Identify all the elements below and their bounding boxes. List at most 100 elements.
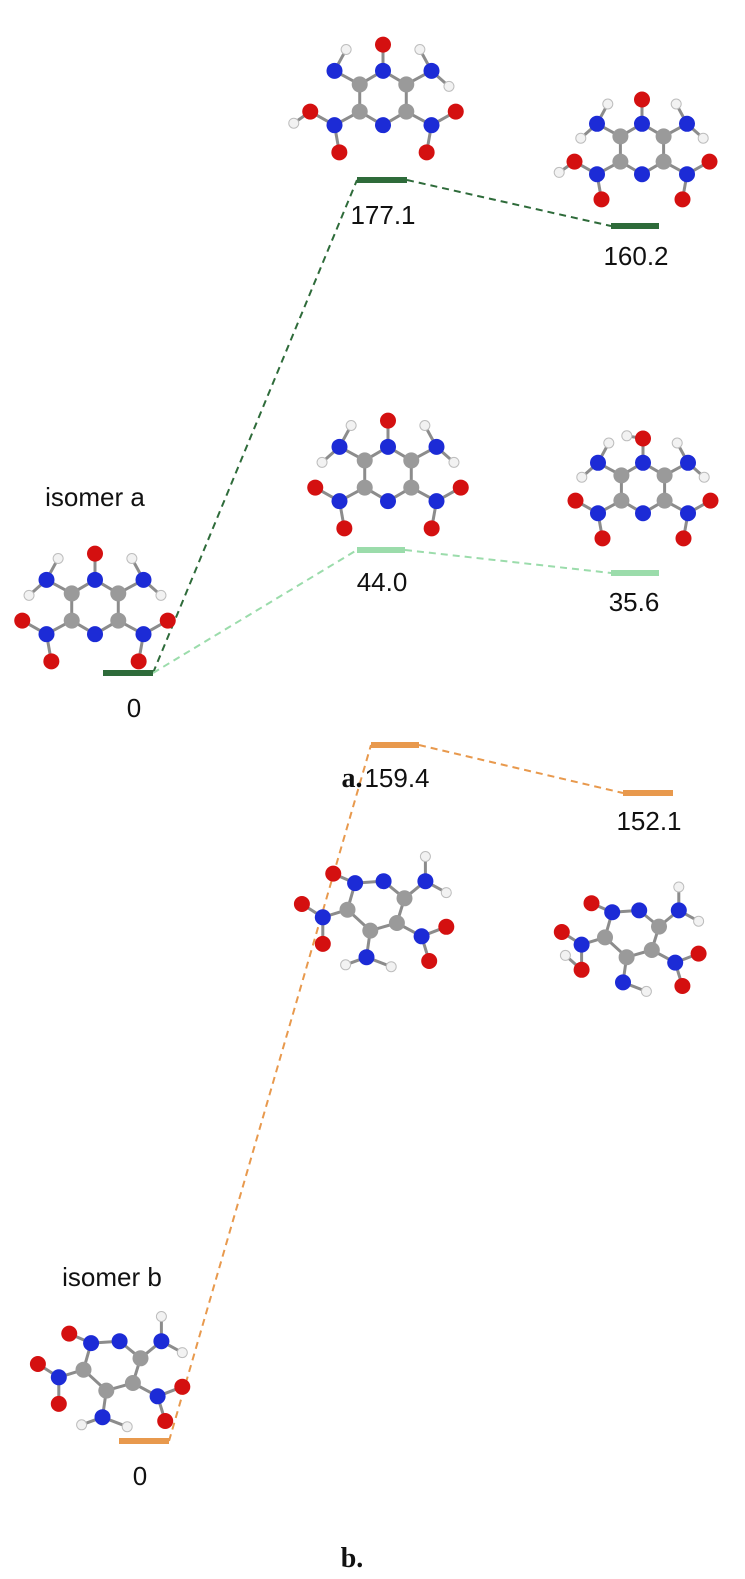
- nitrogen-atom-icon: [670, 902, 687, 919]
- hydrogen-atom-icon: [553, 166, 565, 178]
- hydrogen-atom-icon: [419, 851, 431, 862]
- carbon-atom-icon: [398, 103, 415, 120]
- hydrogen-atom-icon: [698, 471, 710, 483]
- hydrogen-atom-icon: [288, 117, 300, 129]
- nitrogen-atom-icon: [413, 928, 430, 945]
- carbon-atom-icon: [655, 153, 672, 170]
- level-a4-value: 35.6: [609, 587, 660, 617]
- oxygen-atom-icon: [635, 430, 651, 447]
- molecule-b-159: [293, 851, 455, 973]
- nitrogen-atom-icon: [50, 1369, 67, 1386]
- nitrogen-atom-icon: [417, 873, 434, 890]
- carbon-atom-icon: [351, 76, 368, 93]
- nitrogen-atom-icon: [83, 1335, 100, 1352]
- hydrogen-atom-icon: [345, 420, 357, 431]
- nitrogen-atom-icon: [331, 493, 348, 510]
- carbon-atom-icon: [362, 922, 379, 939]
- oxygen-atom-icon: [61, 1325, 78, 1342]
- oxygen-atom-icon: [418, 144, 435, 161]
- hydrogen-atom-icon: [559, 949, 571, 961]
- carbon-atom-icon: [655, 128, 672, 145]
- hydrogen-atom-icon: [673, 881, 685, 893]
- nitrogen-atom-icon: [590, 505, 606, 522]
- nitrogen-atom-icon: [38, 626, 55, 643]
- oxygen-atom-icon: [307, 479, 324, 496]
- oxygen-atom-icon: [325, 865, 342, 882]
- nitrogen-atom-icon: [314, 909, 331, 926]
- nitrogen-atom-icon: [153, 1333, 170, 1350]
- molecule-a-35: [567, 430, 719, 547]
- level-b1-value: 159.4: [364, 763, 429, 793]
- carbon-atom-icon: [132, 1350, 149, 1367]
- nitrogen-atom-icon: [135, 626, 152, 643]
- carbon-atom-icon: [597, 929, 613, 946]
- hydrogen-atom-icon: [155, 589, 167, 601]
- nitrogen-atom-icon: [375, 62, 391, 79]
- hydrogen-atom-icon: [121, 1421, 133, 1433]
- hydrogen-atom-icon: [155, 1311, 167, 1322]
- nitrogen-atom-icon: [634, 115, 650, 132]
- nitrogen-atom-icon: [358, 949, 375, 966]
- hydrogen-atom-icon: [419, 420, 431, 431]
- nitrogen-atom-icon: [573, 936, 590, 953]
- nitrogen-atom-icon: [680, 454, 696, 471]
- nitrogen-atom-icon: [149, 1388, 166, 1405]
- nitrogen-atom-icon: [380, 438, 396, 455]
- oxygen-atom-icon: [674, 978, 691, 994]
- nitrogen-atom-icon: [423, 117, 440, 134]
- carbon-atom-icon: [75, 1361, 92, 1378]
- hydrogen-atom-icon: [340, 44, 352, 55]
- carbon-atom-icon: [613, 492, 630, 509]
- oxygen-atom-icon: [567, 492, 584, 509]
- oxygen-atom-icon: [634, 91, 650, 108]
- carbon-atom-icon: [612, 153, 629, 170]
- nitrogen-atom-icon: [375, 117, 391, 134]
- connector-a0-a1: [152, 179, 358, 674]
- hydrogen-atom-icon: [443, 80, 455, 92]
- nitrogen-atom-icon: [326, 117, 343, 134]
- nitrogen-atom-icon: [590, 454, 606, 471]
- oxygen-atom-icon: [50, 1395, 67, 1412]
- panel-a-label: a.: [342, 763, 363, 794]
- level-a1-value: 177.1: [350, 200, 415, 230]
- nitrogen-atom-icon: [87, 571, 103, 588]
- isomer-a-label: isomer a: [45, 482, 145, 512]
- nitrogen-atom-icon: [589, 166, 605, 183]
- oxygen-atom-icon: [157, 1413, 174, 1429]
- oxygen-atom-icon: [566, 153, 583, 170]
- carbon-atom-icon: [396, 890, 413, 907]
- level-a3-value: 44.0: [357, 567, 408, 597]
- nitrogen-atom-icon: [634, 166, 650, 183]
- nitrogen-atom-icon: [331, 438, 348, 455]
- nitrogen-atom-icon: [679, 166, 695, 183]
- hydrogen-atom-icon: [23, 589, 35, 601]
- hydrogen-atom-icon: [671, 437, 683, 449]
- oxygen-atom-icon: [29, 1356, 46, 1372]
- oxygen-atom-icon: [174, 1378, 191, 1395]
- oxygen-atom-icon: [702, 492, 719, 509]
- nitrogen-atom-icon: [347, 875, 364, 892]
- level-a0-value: 0: [127, 693, 141, 723]
- carbon-atom-icon: [351, 103, 368, 120]
- level-b2-value: 152.1: [616, 806, 681, 836]
- oxygen-atom-icon: [293, 896, 310, 912]
- carbon-atom-icon: [124, 1375, 141, 1391]
- connector-a3-a4: [404, 549, 612, 574]
- oxygen-atom-icon: [43, 653, 60, 670]
- oxygen-atom-icon: [380, 412, 396, 429]
- oxygen-atom-icon: [452, 479, 469, 496]
- oxygen-atom-icon: [583, 895, 600, 912]
- carbon-atom-icon: [612, 128, 629, 145]
- carbon-atom-icon: [388, 915, 405, 931]
- carbon-atom-icon: [63, 585, 80, 602]
- carbon-atom-icon: [618, 949, 635, 966]
- oxygen-atom-icon: [87, 545, 103, 562]
- nitrogen-atom-icon: [380, 493, 396, 510]
- hydrogen-atom-icon: [575, 132, 587, 144]
- hydrogen-atom-icon: [602, 98, 614, 110]
- hydrogen-atom-icon: [385, 961, 397, 973]
- hydrogen-atom-icon: [176, 1347, 188, 1359]
- oxygen-atom-icon: [674, 191, 691, 208]
- oxygen-atom-icon: [553, 924, 570, 940]
- molecule-a-160: [553, 91, 718, 208]
